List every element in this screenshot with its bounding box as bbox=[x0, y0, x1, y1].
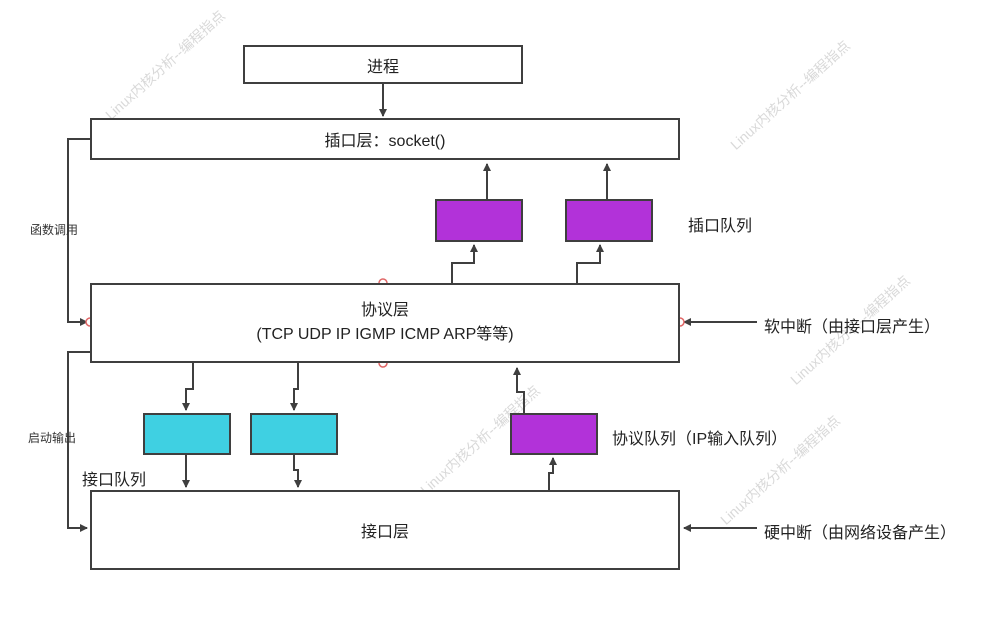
start-output-label: 启动输出 bbox=[28, 431, 77, 445]
protocol-queue-label: 协议队列（IP输入队列） bbox=[612, 431, 788, 448]
arrow-protocol-to-socketqueue-2 bbox=[576, 244, 604, 283]
interface-layer-node[interactable]: 接口层 bbox=[90, 490, 680, 570]
interface-queue-box-2[interactable] bbox=[250, 413, 338, 455]
socket-layer-node[interactable]: 插口层：socket() bbox=[90, 118, 680, 160]
process-node[interactable]: 进程 bbox=[243, 45, 523, 84]
protocol-layer-subtitle: (TCP UDP IP IGMP ICMP ARP等等) bbox=[256, 326, 514, 343]
protocol-layer-node[interactable]: 协议层 (TCP UDP IP IGMP ICMP ARP等等) bbox=[90, 283, 680, 363]
socket-queue-box-1[interactable] bbox=[435, 199, 523, 242]
arrow-interface-to-protoqueue bbox=[548, 457, 557, 490]
interface-queue-box-1[interactable] bbox=[143, 413, 231, 455]
arrow-protoqueue-to-protocol bbox=[513, 367, 525, 413]
arrow-protocol-to-socketqueue-1 bbox=[451, 244, 478, 283]
socket-queue-box-2[interactable] bbox=[565, 199, 653, 242]
hard-interrupt-label: 硬中断（由网络设备产生） bbox=[764, 525, 957, 542]
arrow-protocol-to-ifacequeue-2 bbox=[290, 363, 299, 411]
protocol-layer-title: 协议层 bbox=[360, 302, 409, 319]
watermark-text: Linux内核分析--编程指点 bbox=[102, 7, 228, 123]
soft-interrupt-label: 软中断（由接口层产生） bbox=[764, 319, 941, 336]
protocol-queue-box[interactable] bbox=[510, 413, 598, 455]
watermark-text: Linux内核分析--编程指点 bbox=[727, 37, 853, 153]
arrow-protocol-to-ifacequeue-1 bbox=[182, 363, 194, 411]
arrow-ifacequeue2-to-interface bbox=[293, 455, 302, 488]
function-call-label: 函数调用 bbox=[30, 223, 79, 237]
interface-queue-label: 接口队列 bbox=[82, 472, 147, 489]
socket-queue-label: 插口队列 bbox=[688, 218, 753, 235]
